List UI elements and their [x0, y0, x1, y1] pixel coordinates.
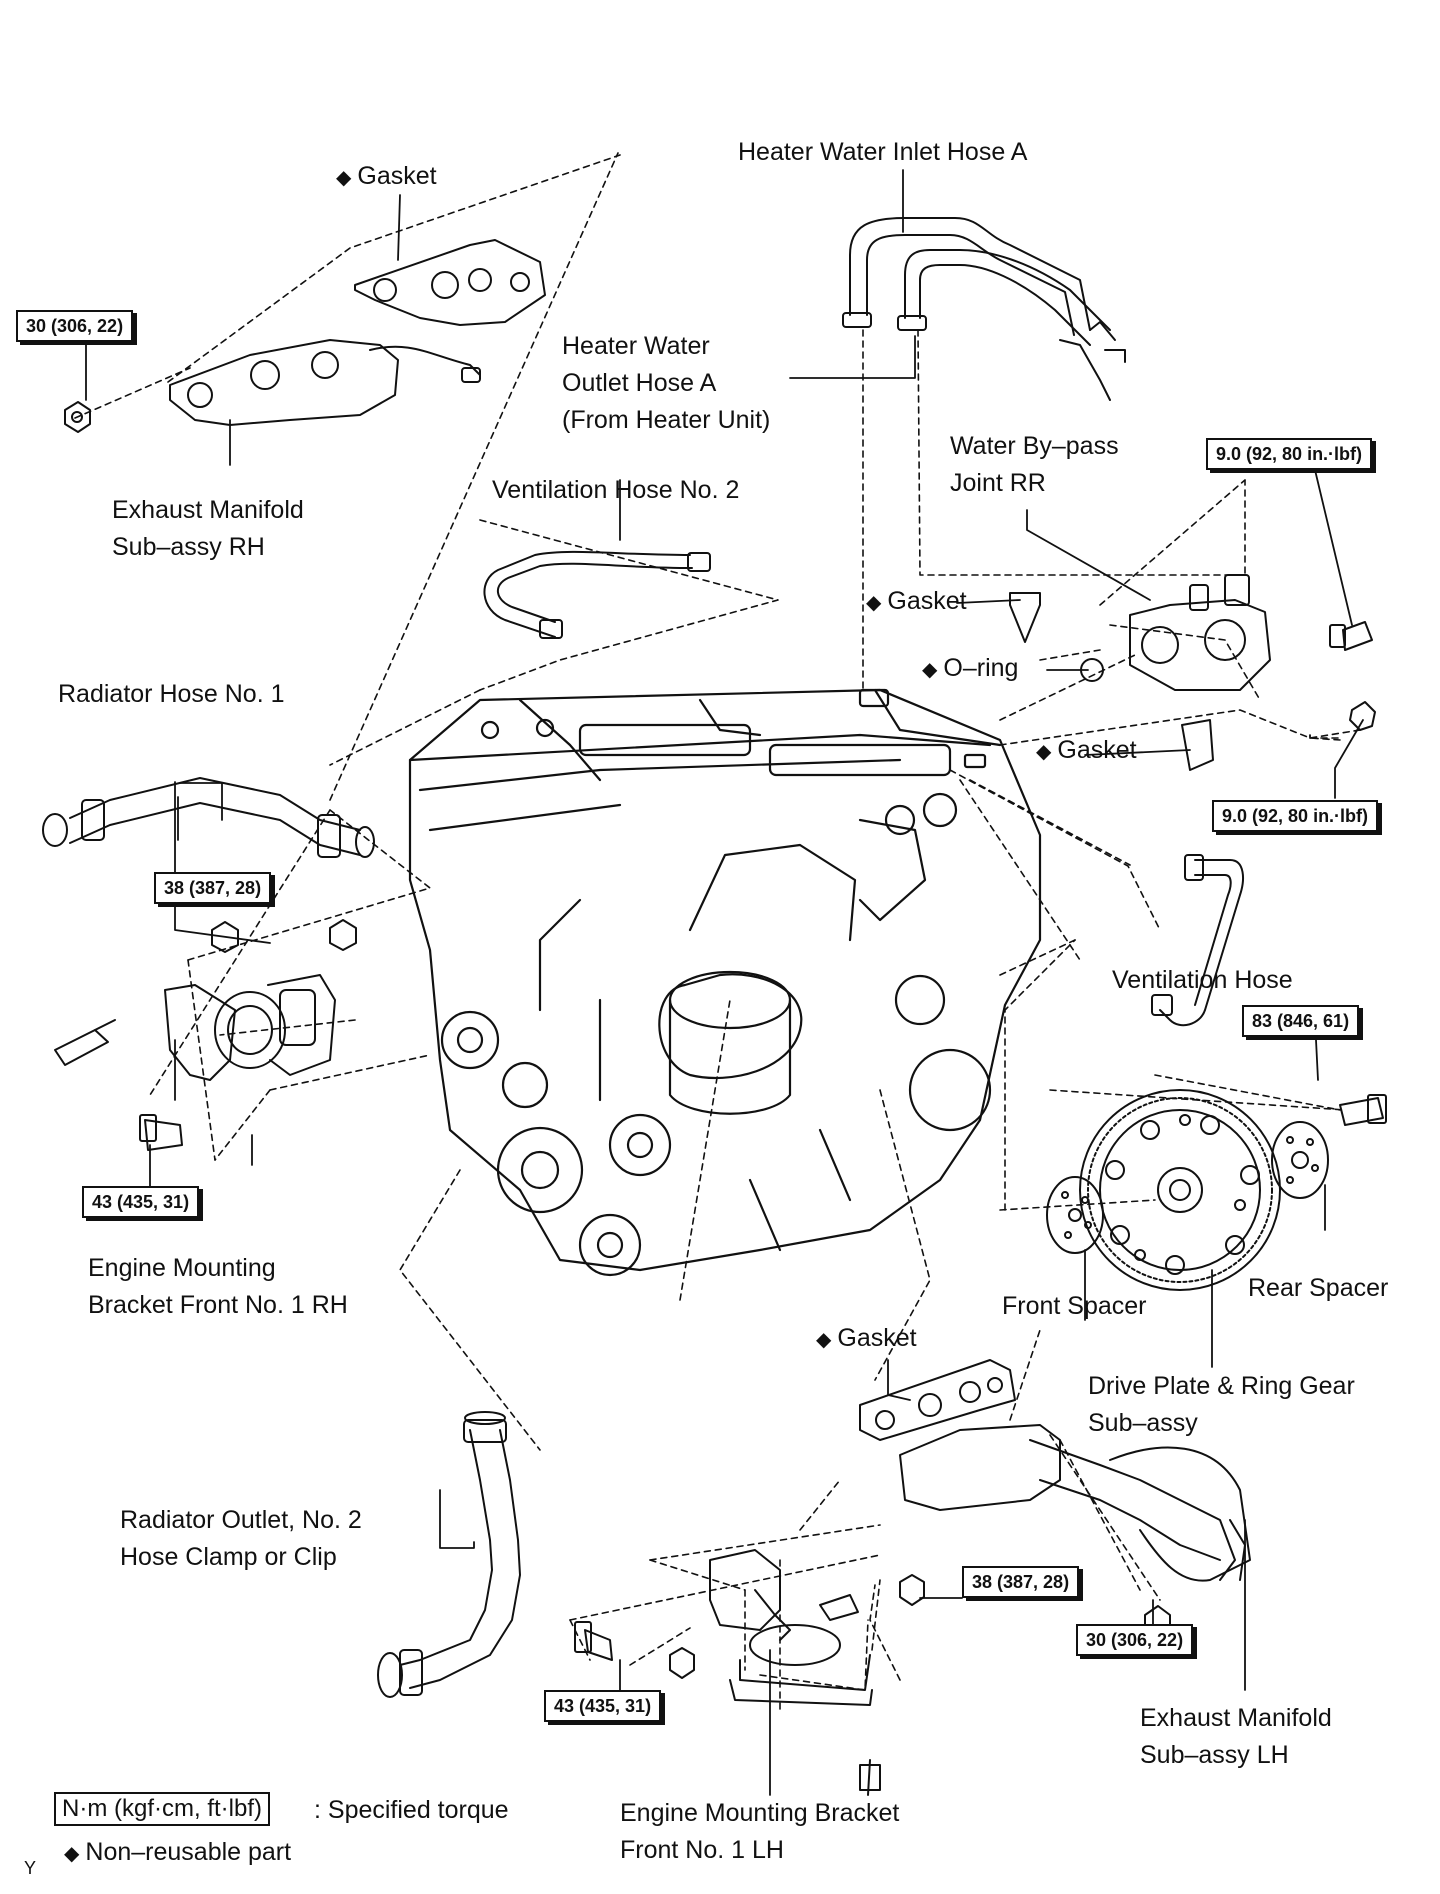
radiator-hose-1-part	[42, 777, 375, 858]
front-spacer-part	[1046, 1176, 1104, 1254]
front-spacer-label: Front Spacer	[1002, 1292, 1147, 1320]
torque-exhaust-rh: 30 (306, 22)	[16, 310, 134, 342]
engine-block-part	[408, 688, 1042, 1277]
torque-mount-lh-bolt: 43 (435, 31)	[544, 1690, 662, 1722]
drive-plate-bolt-part	[1339, 1094, 1387, 1126]
drive-plate-part	[1079, 1089, 1281, 1291]
heater-hoses-part	[842, 217, 1126, 401]
exhaust-manifold-rh-part	[64, 339, 481, 433]
torque-drive-plate: 83 (846, 61)	[1242, 1005, 1360, 1037]
ventilation-hose-label: Ventilation Hose	[1112, 966, 1293, 994]
o-ring-label: ◆O–ring	[922, 654, 1019, 682]
legend-torque-unit: N·m (kgf·cm, ft·lbf)	[54, 1792, 270, 1826]
water-bypass-joint-part	[1009, 574, 1376, 771]
engine-mount-rh-part	[54, 919, 357, 1151]
legend-nonreusable: ◆Non–reusable part	[64, 1838, 292, 1866]
gasket-bypass-top-label: ◆Gasket	[866, 587, 967, 615]
ventilation-hose-2-part	[483, 550, 711, 639]
engine-mount-lh-part	[574, 1549, 925, 1796]
exhaust-manifold-lh-part	[899, 1424, 1251, 1639]
gasket-bypass-bottom-label: ◆Gasket	[1036, 736, 1137, 764]
torque-bypass-bottom: 9.0 (92, 80 in.·lbf)	[1212, 800, 1379, 832]
gasket-lh-part	[859, 1359, 1016, 1441]
torque-exhaust-lh: 30 (306, 22)	[1076, 1624, 1194, 1656]
gasket-rh-label: ◆Gasket	[336, 162, 437, 190]
legend-torque-desc: : Specified torque	[314, 1796, 509, 1824]
rear-spacer-label: Rear Spacer	[1248, 1274, 1389, 1302]
figure-code: Y	[24, 1858, 37, 1878]
radiator-outlet-hose-part	[377, 1411, 521, 1698]
rear-spacer-part	[1271, 1121, 1329, 1199]
ventilation-hose-part	[1151, 854, 1244, 1027]
gasket-rh-part	[354, 239, 546, 326]
torque-bypass-top: 9.0 (92, 80 in.·lbf)	[1206, 438, 1373, 470]
ventilation-hose-2-label: Ventilation Hose No. 2	[492, 476, 740, 504]
gasket-lh-label: ◆Gasket	[816, 1324, 917, 1352]
torque-mount-rh-bottom: 43 (435, 31)	[82, 1186, 200, 1218]
radiator-hose-1-label: Radiator Hose No. 1	[58, 680, 285, 708]
heater-water-inlet-hose-label: Heater Water Inlet Hose A	[738, 138, 1028, 166]
torque-mount-lh-nut: 38 (387, 28)	[962, 1566, 1080, 1598]
torque-mount-rh-top: 38 (387, 28)	[154, 872, 272, 904]
